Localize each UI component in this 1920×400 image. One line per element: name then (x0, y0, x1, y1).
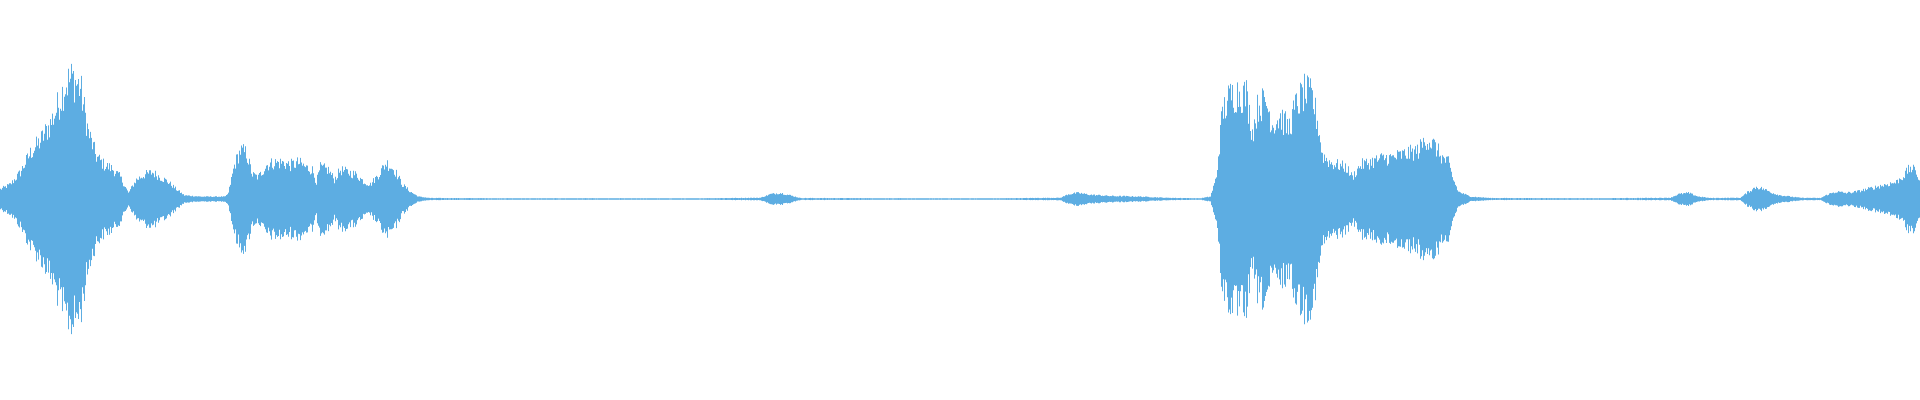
waveform-amplitude-path (0, 63, 1920, 335)
waveform-amplitude-lines (0, 63, 1920, 335)
